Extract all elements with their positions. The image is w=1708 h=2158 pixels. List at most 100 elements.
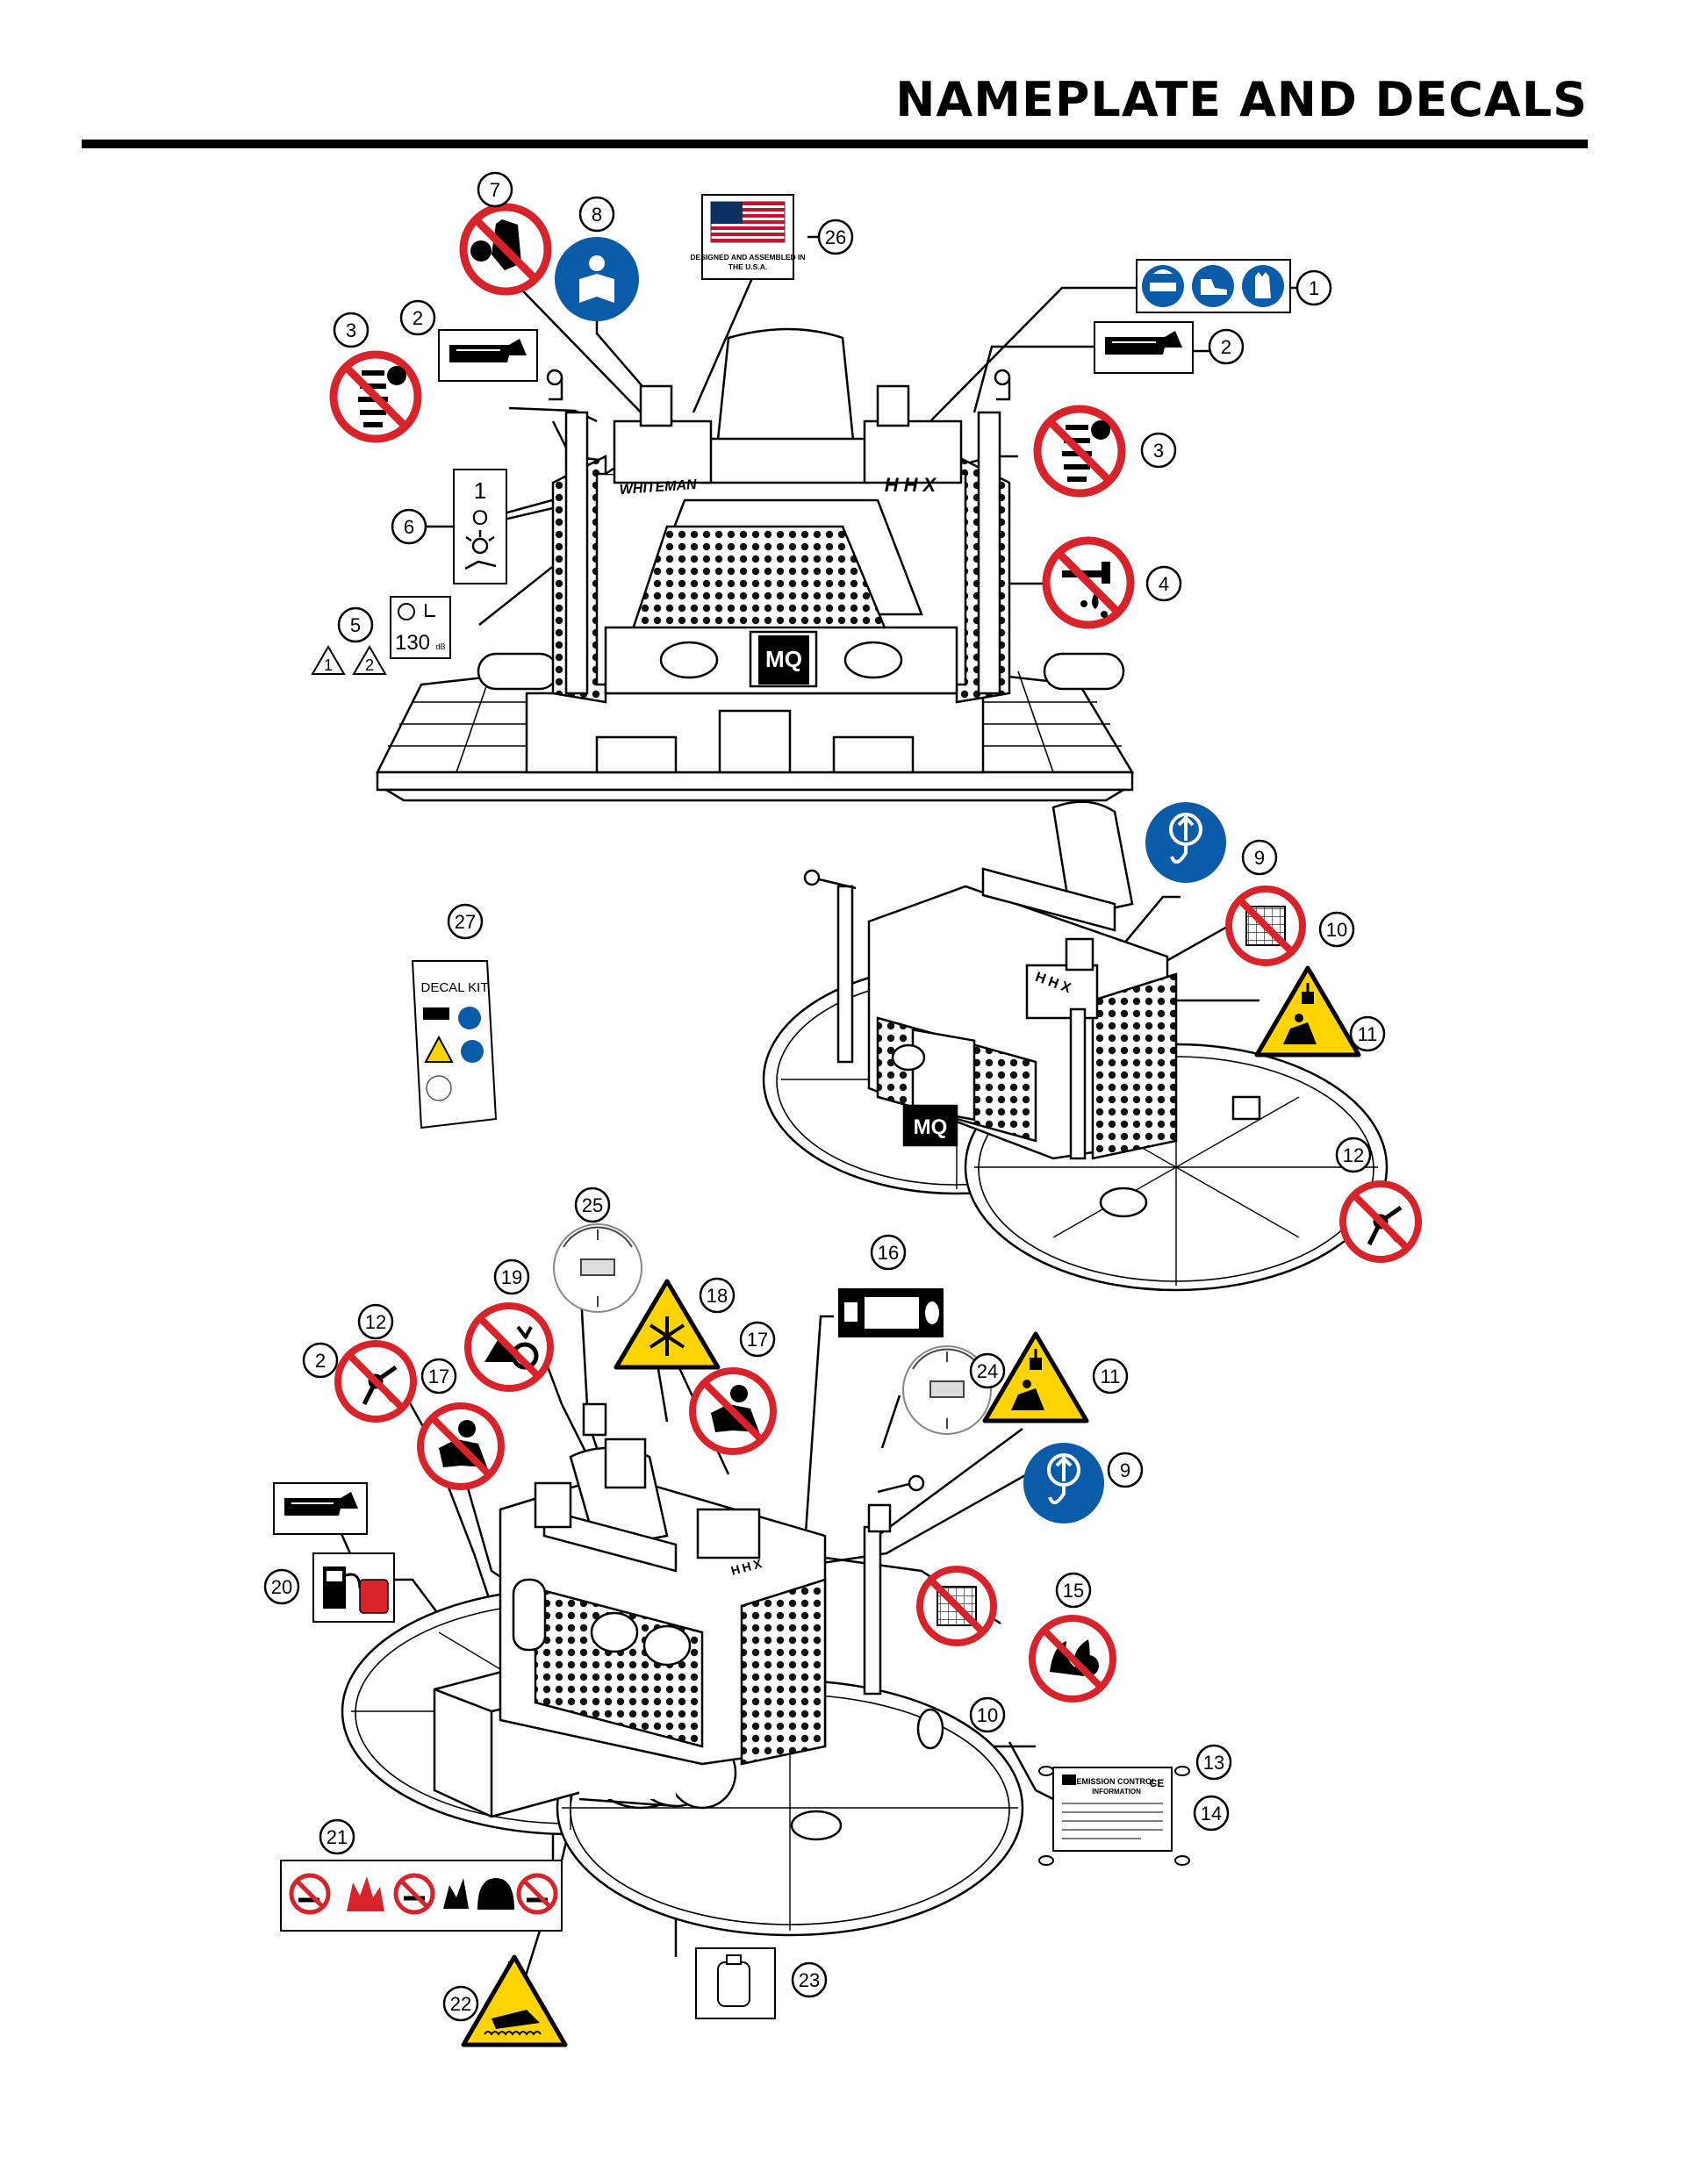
freeze-warning-icon bbox=[649, 1316, 685, 1356]
decal-2-grease-lower bbox=[273, 1482, 368, 1535]
callout-number: 15 bbox=[1063, 1580, 1084, 1602]
decal-kit-title: DECAL KIT bbox=[421, 980, 489, 995]
flag-caption-line1: DESIGNED AND ASSEMBLED IN bbox=[690, 253, 805, 262]
fuel-pump-icon bbox=[323, 1567, 389, 1614]
callout-number: 10 bbox=[977, 1704, 998, 1726]
decal-26-flag: DESIGNED AND ASSEMBLED IN THE U.S.A. bbox=[690, 194, 806, 280]
callout-number: 7 bbox=[490, 179, 500, 201]
callout-circle bbox=[969, 1352, 1006, 1389]
callout-circle bbox=[1195, 1744, 1232, 1781]
callout-number: 11 bbox=[1101, 1366, 1121, 1387]
plate-title-line1: EMISSION CONTROL bbox=[1076, 1777, 1157, 1786]
callout-circle bbox=[442, 1985, 479, 2022]
callout-circle bbox=[1193, 1795, 1230, 1832]
callout-circle bbox=[337, 606, 374, 643]
callout-number: 4 bbox=[1159, 573, 1169, 595]
noise-level-icon bbox=[398, 603, 435, 620]
decal-12-no-rotating-left bbox=[334, 1340, 417, 1423]
callout-number: 9 bbox=[1254, 847, 1265, 869]
callout-number: 17 bbox=[747, 1329, 768, 1351]
decal-3-no-spray-left bbox=[329, 350, 422, 443]
decal-27-kit: DECAL KIT bbox=[411, 960, 498, 1129]
callout-19: 19 bbox=[493, 1258, 530, 1295]
callout-circle bbox=[699, 1277, 736, 1314]
decal-14-emission-plate: EMISSION CONTROL INFORMATION CE bbox=[1038, 1766, 1190, 1866]
callout-17: 17 bbox=[739, 1321, 776, 1358]
cylinder-icon bbox=[717, 1954, 750, 2007]
decal-9-lift-point-lower bbox=[1023, 1443, 1104, 1524]
decal-11-falling-load-upper bbox=[1254, 965, 1361, 1057]
noise-value: 130 bbox=[395, 631, 430, 655]
decal-2-grease-top-left bbox=[438, 329, 538, 382]
callout-circle bbox=[739, 1321, 776, 1358]
callout-18: 18 bbox=[699, 1277, 736, 1314]
callout-circle bbox=[1140, 432, 1177, 469]
callout-12: 12 bbox=[357, 1303, 394, 1340]
decal-16-panel bbox=[838, 1288, 944, 1337]
callout-circle bbox=[578, 196, 615, 233]
callout-number: 8 bbox=[592, 204, 602, 226]
callout-23: 23 bbox=[791, 1961, 828, 1998]
svg-text:1: 1 bbox=[324, 656, 333, 674]
callout-10: 10 bbox=[1318, 911, 1355, 948]
decal-23-cylinder bbox=[695, 1947, 776, 2019]
callout-24: 24 bbox=[969, 1352, 1006, 1389]
callout-number: 17 bbox=[428, 1366, 449, 1387]
grease-gun-icon bbox=[284, 1492, 358, 1516]
callout-number: 1 bbox=[1309, 277, 1319, 299]
callout-circle bbox=[1241, 839, 1278, 876]
callout-27: 27 bbox=[447, 903, 484, 940]
callout-17: 17 bbox=[420, 1358, 457, 1394]
grease-gun-icon bbox=[1105, 331, 1182, 355]
callout-8: 8 bbox=[578, 196, 615, 233]
decal-9-lift-point-upper bbox=[1145, 802, 1226, 883]
callout-number: 24 bbox=[977, 1360, 998, 1382]
switch-off-label: O bbox=[472, 506, 489, 530]
decal-18-freeze-warning bbox=[614, 1279, 721, 1370]
callout-number: 2 bbox=[1221, 336, 1231, 358]
callout-circle bbox=[447, 903, 484, 940]
callout-number: 25 bbox=[582, 1194, 603, 1216]
callout-circle bbox=[420, 1358, 457, 1394]
grease-gun-icon bbox=[449, 339, 527, 362]
decal-5-noise: 130 dB bbox=[390, 596, 451, 659]
callout-number: 2 bbox=[413, 307, 423, 329]
callout-12: 12 bbox=[1335, 1136, 1372, 1173]
callout-circle bbox=[391, 508, 427, 545]
callout-number: 2 bbox=[315, 1350, 326, 1372]
machine-front-view bbox=[375, 327, 1135, 802]
callout-number: 5 bbox=[350, 614, 361, 636]
callout-circle bbox=[263, 1568, 300, 1605]
switch-on-label: 1 bbox=[474, 477, 486, 504]
brand-name-label: WHITEMAN bbox=[619, 477, 697, 498]
decal-2-grease-top-right bbox=[1094, 321, 1194, 374]
title-rule bbox=[82, 140, 1588, 148]
decal-17-no-lift-left bbox=[417, 1402, 505, 1490]
callout-10: 10 bbox=[969, 1696, 1006, 1733]
callout-1: 1 bbox=[1295, 269, 1332, 306]
callout-circle bbox=[1335, 1136, 1372, 1173]
callout-circle bbox=[1295, 269, 1332, 306]
callout-number: 10 bbox=[1326, 919, 1347, 941]
decal-1-ppe bbox=[1136, 259, 1291, 313]
ce-mark: CE bbox=[1150, 1777, 1165, 1789]
callout-circle bbox=[1145, 565, 1182, 602]
callout-21: 21 bbox=[319, 1818, 355, 1855]
machine-iso-view-rear bbox=[762, 800, 1389, 1292]
callout-11: 11 bbox=[1349, 1015, 1386, 1052]
read-manual-icon bbox=[579, 255, 614, 303]
callout-number: 20 bbox=[271, 1576, 292, 1598]
callout-11: 11 bbox=[1092, 1358, 1129, 1394]
callout-number: 16 bbox=[878, 1242, 899, 1264]
callout-circle bbox=[870, 1234, 907, 1271]
callout-circle bbox=[1092, 1358, 1129, 1394]
callout-circle bbox=[302, 1342, 339, 1379]
pitch-control-icon bbox=[563, 1226, 633, 1307]
pitch-control-icon bbox=[912, 1348, 982, 1429]
noise-unit: dB bbox=[435, 642, 445, 651]
plate-title-line2: INFORMATION bbox=[1092, 1788, 1141, 1796]
callout-number: 3 bbox=[1153, 440, 1164, 462]
decal-24-pitch-control bbox=[902, 1345, 992, 1435]
bolt-icon bbox=[1038, 1766, 1190, 1866]
callout-circle bbox=[969, 1696, 1006, 1733]
